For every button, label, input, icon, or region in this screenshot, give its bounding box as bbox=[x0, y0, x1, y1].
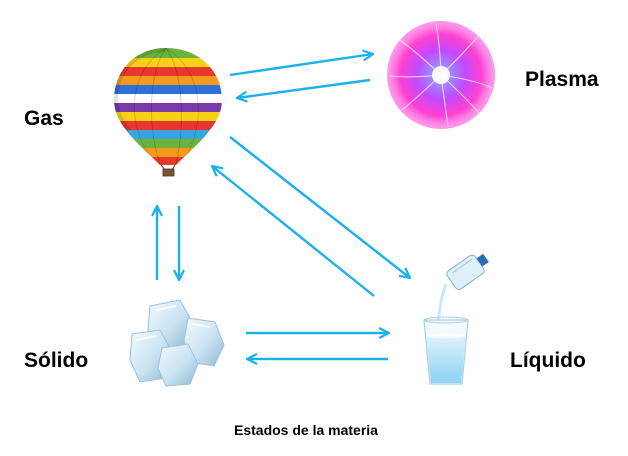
ice-cubes-illustration bbox=[129, 299, 225, 387]
plasma-ball-illustration bbox=[387, 21, 495, 129]
arrow-gas-to-liquid bbox=[229, 136, 410, 278]
gas-label: Gas bbox=[24, 107, 64, 130]
hot-air-balloon-illustration bbox=[114, 48, 222, 177]
arrow-liquid-to-gas bbox=[212, 166, 375, 297]
diagram-caption: Estados de la materia bbox=[234, 422, 378, 438]
liquid-label: Líquido bbox=[510, 349, 586, 372]
arrow-gas-to-plasma bbox=[229, 54, 373, 77]
plasma-label: Plasma bbox=[525, 68, 599, 91]
glass-of-water-illustration bbox=[423, 253, 489, 385]
arrow-plasma-to-gas bbox=[237, 78, 371, 98]
solid-label: Sólido bbox=[24, 349, 89, 372]
transition-arrows bbox=[157, 54, 410, 359]
